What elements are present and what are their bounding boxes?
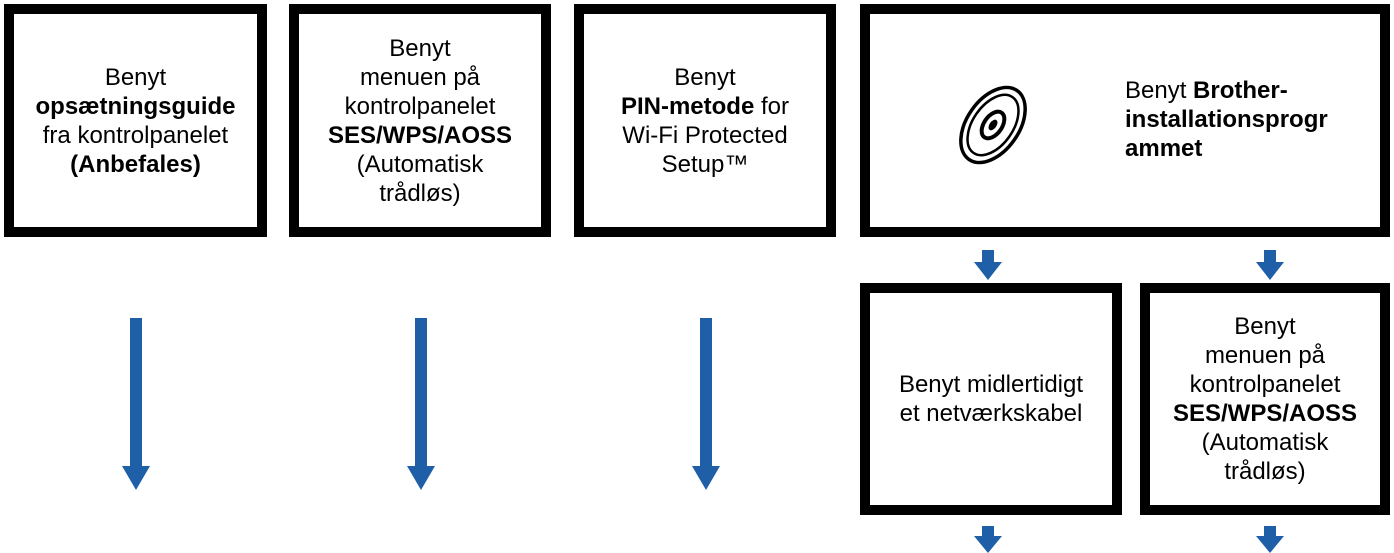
down-arrow-icon (974, 250, 1002, 280)
text-line: Benyt (389, 34, 451, 62)
box-network-cable: Benyt midlertidigt et netværkskabel (860, 283, 1122, 515)
box-setup-wizard-text: Benyt opsætningsguide fra kontrolpanelet… (36, 63, 236, 179)
box-network-cable-text: Benyt midlertidigt et netværkskabel (899, 370, 1083, 428)
text-line: trådløs) (379, 179, 461, 207)
box-brother-installer-text: Benyt Brother- installationsprogr ammet (1125, 76, 1328, 163)
text-line: fra kontrolpanelet (42, 121, 229, 149)
box-brother-installer: Benyt Brother- installationsprogr ammet (860, 4, 1390, 237)
text-line: menuen på (359, 63, 481, 91)
text-line: trådløs) (1224, 458, 1306, 485)
text-line: Benyt (674, 63, 736, 91)
text-line: SES/WPS/AOSS (327, 121, 513, 149)
text-line: kontrolpanelet (1189, 371, 1341, 398)
text-line: (Automatisk (356, 150, 484, 178)
box-pin-method: Benyt PIN-metode for Wi-Fi Protected Set… (574, 4, 836, 237)
plain-text: Benyt (1125, 77, 1194, 104)
text-line: Benyt midlertidigt (898, 371, 1084, 398)
text-line: ammet (1125, 135, 1203, 162)
box-setup-wizard: Benyt opsætningsguide fra kontrolpanelet… (4, 4, 267, 237)
down-arrow-icon (692, 318, 720, 490)
text-line: Setup™ (661, 150, 749, 178)
down-arrow-icon (1256, 250, 1284, 280)
text-line: installationsprogr (1125, 106, 1328, 133)
text-line: (Anbefales) (70, 150, 201, 178)
text-line: PIN-metode for (621, 92, 789, 121)
text-line: kontrolpanelet (344, 92, 496, 120)
box-ses-wps-aoss-2: Benyt menuen på kontrolpanelet SES/WPS/A… (1140, 283, 1390, 515)
text-line: et netværkskabel (899, 400, 1083, 427)
text-line: SES/WPS/AOSS (1172, 400, 1358, 427)
text-line: opsætningsguide (35, 92, 236, 120)
box-ses-wps-aoss-text: Benyt menuen på kontrolpanelet SES/WPS/A… (328, 34, 512, 208)
down-arrow-icon (122, 318, 150, 490)
box-pin-method-text: Benyt PIN-metode for Wi-Fi Protected Set… (621, 63, 789, 179)
text-line: Wi-Fi Protected (622, 121, 788, 149)
box-ses-wps-aoss-2-text: Benyt menuen på kontrolpanelet SES/WPS/A… (1173, 312, 1357, 486)
down-arrow-icon (1256, 526, 1284, 553)
plain-text: for (754, 92, 790, 120)
text-line: Benyt (104, 63, 167, 91)
bold-text: Brother- (1193, 77, 1288, 104)
box-ses-wps-aoss: Benyt menuen på kontrolpanelet SES/WPS/A… (289, 4, 551, 237)
text-line: (Automatisk (1201, 429, 1329, 456)
down-arrow-icon (974, 526, 1002, 553)
down-arrow-icon (407, 318, 435, 490)
cd-disc-icon (959, 85, 1027, 165)
bold-text: PIN-metode (620, 92, 755, 120)
text-line: menuen på (1204, 342, 1326, 369)
text-line: Benyt Brother- (1125, 76, 1328, 105)
text-line: Benyt (1234, 313, 1296, 340)
